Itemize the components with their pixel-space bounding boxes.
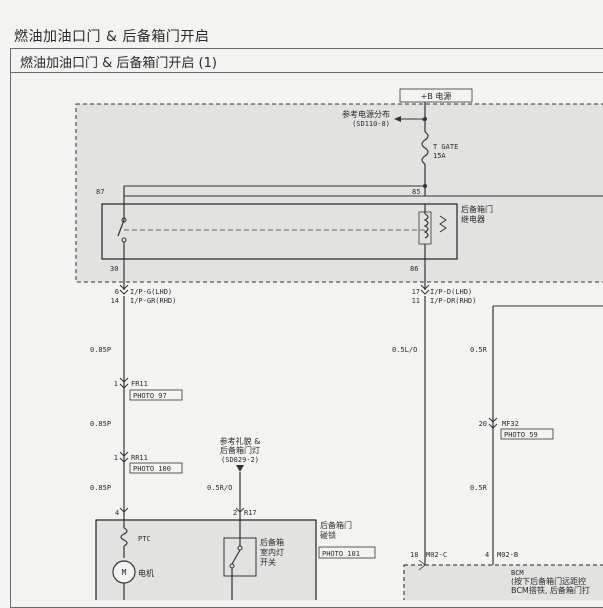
left-wire-size-1: 0.85P <box>90 346 111 354</box>
latch-photo: PHOTO 101 <box>322 550 360 558</box>
lamp-wire-size: 0.5R/O <box>207 484 232 492</box>
left-wire-size-2: 0.85P <box>90 420 111 428</box>
mf32-label: MF32 <box>502 420 519 428</box>
lamp-ref-arrow-icon <box>236 465 244 472</box>
rr11-label: RR11 <box>131 454 148 462</box>
svg-text:‹: ‹ <box>421 116 425 124</box>
fuse-icon <box>421 131 429 165</box>
fuse-name: T GATE <box>433 143 458 151</box>
relay-label-2: 继电器 <box>461 214 485 224</box>
left-conn-2: I/P-GR(RHD) <box>130 297 176 305</box>
bcm-pin-b: 4 <box>485 551 489 559</box>
relay-box <box>101 203 458 260</box>
mf32-pin: 20 <box>479 420 487 428</box>
bcm-conn-b: M02-B <box>497 551 518 559</box>
right-wire-size-2: 0.5R <box>470 484 488 492</box>
relay-coil-icon <box>423 213 429 239</box>
latch-connector: R17 <box>244 509 257 517</box>
diagram-title: 燃油加油口门 & 后备箱门开启 (1) <box>10 48 603 73</box>
bcm-desc-2: BCM搭铁, 后备箱门打 <box>511 585 590 595</box>
left-wire-size-3: 0.85P <box>90 484 111 492</box>
fr11-photo: PHOTO 97 <box>133 392 167 400</box>
ref-arrow-icon <box>394 116 401 122</box>
fr11-label: FR11 <box>131 380 148 388</box>
relay-label-1: 后备箱门 <box>461 204 493 214</box>
ptc-label: PTC <box>138 535 151 543</box>
middle-wire-size: 0.5L/O <box>392 346 417 354</box>
bcm-box <box>403 564 603 600</box>
left-conn-1: I/P-G(LHD) <box>130 288 172 296</box>
fuse-rating: 15A <box>433 152 446 160</box>
bcm-pin-c: 18 <box>410 551 418 559</box>
relay-pin-87: 87 <box>96 188 104 196</box>
rr11-pin: 1 <box>114 454 118 462</box>
latch-pin-2: 2 <box>233 509 237 517</box>
supply-ref-code: (SD110-8) <box>352 120 390 128</box>
mf32-photo: PHOTO 59 <box>504 431 538 439</box>
switch-label-3: 开关 <box>260 557 276 567</box>
right-conn-pin-2: 11 <box>412 297 420 305</box>
ptc-icon <box>120 527 128 547</box>
relay-pin-85: 85 <box>412 188 420 196</box>
left-conn-pin-1: 6 <box>115 288 119 296</box>
supply-ref-text: 参考电源分布 <box>342 109 390 119</box>
bcm-conn-c: M02-C <box>426 551 447 559</box>
switch-label-1: 后备箱 <box>260 537 284 547</box>
relay-pin-30: 30 <box>110 265 118 273</box>
lamp-ref-2: 后备箱门灯 <box>220 445 260 455</box>
lamp-ref-code: (SD029-2) <box>221 456 259 464</box>
right-conn-1: I/P-D(LHD) <box>430 288 472 296</box>
supply-label: +B 电源 <box>421 91 452 101</box>
right-conn-pin-1: 17 <box>412 288 420 296</box>
relay-pin-86: 86 <box>410 265 418 273</box>
bcm-name: BCM <box>511 569 524 577</box>
latch-box <box>95 519 317 600</box>
latch-label-1: 后备箱门 <box>320 520 352 530</box>
motor-label: 电机 <box>138 568 154 578</box>
switch-label-2: 室内灯 <box>260 547 284 557</box>
fr11-pin: 1 <box>114 380 118 388</box>
left-conn-pin-2: 14 <box>111 297 119 305</box>
relay-switch-icon <box>117 219 125 237</box>
latch-label-2: 碰锁 <box>320 530 336 540</box>
motor-symbol: M <box>122 568 127 577</box>
lamp-ref-1: 参考礼貌 & <box>220 436 261 446</box>
lamp-switch-icon <box>231 549 241 565</box>
rr11-photo: PHOTO 100 <box>133 465 171 473</box>
page-title: 燃油加油口门 & 后备箱门开启 <box>14 29 210 45</box>
bcm-desc-1: (按下后备箱门远距控 <box>511 576 586 586</box>
supply-box <box>399 88 473 103</box>
right-wire-size-1: 0.5R <box>470 346 488 354</box>
right-conn-2: I/P-DR(RHD) <box>430 297 476 305</box>
latch-pin-4: 4 <box>115 509 119 517</box>
